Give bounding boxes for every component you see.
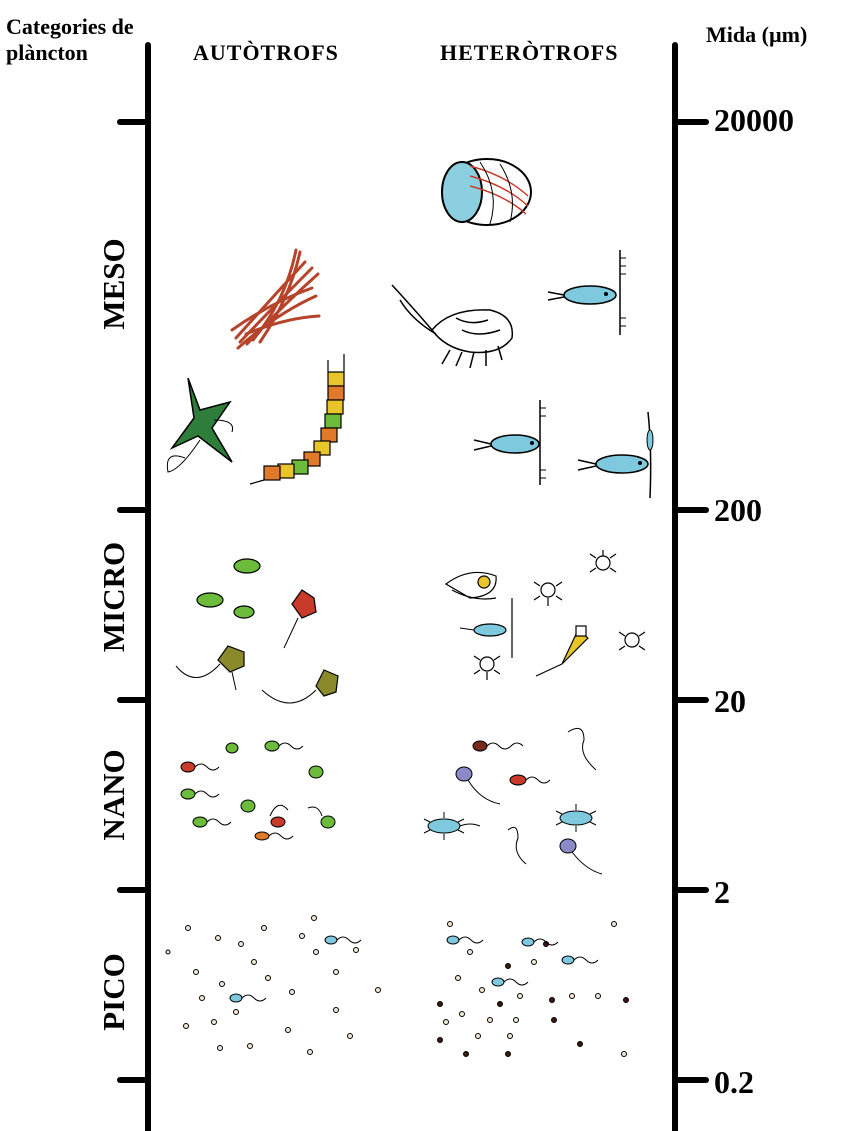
- copepod-nauplius-icon: [474, 550, 645, 680]
- tintinnid-icon: [536, 626, 588, 676]
- ciliate-icon: [446, 572, 496, 599]
- copepod-icon: [460, 598, 512, 658]
- pico-flagellate-icon: [230, 936, 361, 1002]
- left-axis: [120, 45, 148, 1131]
- nano-heterotroph-cells: [424, 728, 602, 874]
- olive-dinoflagellate-icon: [176, 646, 338, 703]
- medusa-icon: [442, 159, 531, 225]
- pico-flagellate-icon: [447, 936, 598, 986]
- copepod-icon: [578, 412, 653, 498]
- filament-bundle-icon: [232, 250, 319, 348]
- diatom-chain-icon: [250, 354, 344, 484]
- pico-autotroph-cells: [166, 916, 381, 1055]
- red-dinoflagellate-icon: [284, 590, 316, 648]
- amphipod-icon: [392, 285, 512, 368]
- green-cell-icon: [197, 559, 260, 618]
- dinoflagellate-icon: [167, 378, 232, 472]
- copepod-icon: [474, 400, 546, 485]
- copepod-icon: [548, 250, 626, 335]
- nano-autotroph-cells: [181, 741, 335, 840]
- size-axis: [675, 45, 706, 1131]
